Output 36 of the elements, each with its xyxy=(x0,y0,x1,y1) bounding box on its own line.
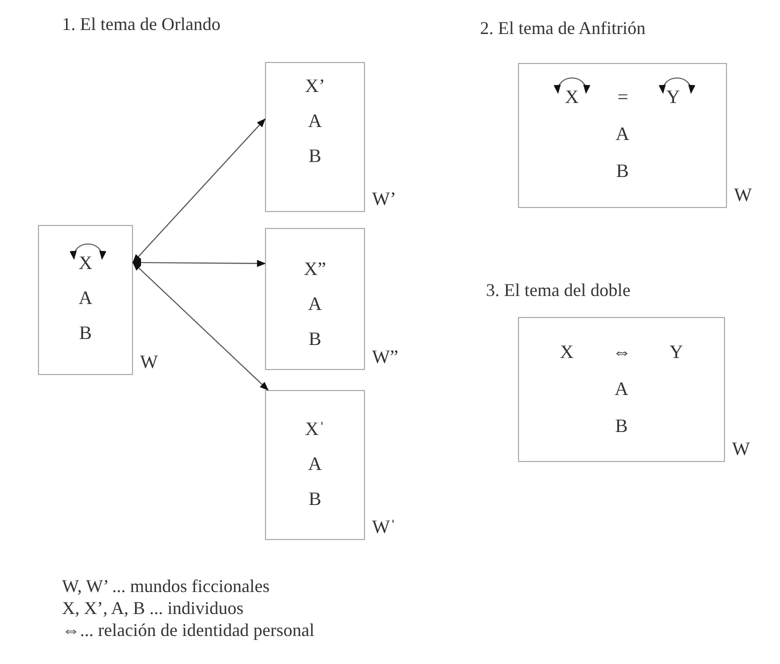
individual-symbol: B xyxy=(308,328,322,352)
world-label: W xyxy=(734,185,752,207)
individual-symbol: A xyxy=(308,453,322,477)
world-label: Wˈ xyxy=(372,517,396,539)
individual-symbol: A xyxy=(308,110,322,134)
individual-symbol: B xyxy=(79,322,92,346)
individual-symbol: B xyxy=(308,488,322,512)
individual-symbol: B xyxy=(308,145,322,169)
individual-symbol: A xyxy=(616,123,630,147)
curved-double-arrow xyxy=(554,77,590,94)
world-label: W xyxy=(732,439,750,461)
individual-symbol: A xyxy=(614,378,628,402)
panel-heading: 2. El tema de Anfitrión xyxy=(480,18,646,39)
individual-symbol: B xyxy=(616,160,629,184)
individual-symbol: X xyxy=(78,252,92,276)
world-label: W” xyxy=(372,347,398,369)
panel-heading: 1. El tema de Orlando xyxy=(62,14,220,35)
individual-symbol: Xˈ xyxy=(304,418,326,442)
arrow xyxy=(132,258,266,268)
relation-formula: X = Y xyxy=(565,86,680,110)
arrow xyxy=(132,118,266,264)
individual-symbol: X” xyxy=(304,258,326,282)
individual-symbol: A xyxy=(78,287,92,311)
legend-note: ⇔... relación de identidad personal xyxy=(62,620,314,641)
curved-double-arrow xyxy=(660,77,694,94)
individual-symbol: B xyxy=(615,415,628,439)
panel-heading: 3. El tema del doble xyxy=(486,280,630,301)
world-label: W xyxy=(140,352,158,374)
arrow xyxy=(132,262,269,391)
curved-double-arrow xyxy=(70,243,106,260)
world-label: W’ xyxy=(372,189,396,211)
individual-symbol: X’ xyxy=(304,75,326,99)
individual-symbol: A xyxy=(308,293,322,317)
legend-note: W, W’ ... mundos ficcionales xyxy=(62,576,270,597)
relation-formula: X ⇔ Y xyxy=(560,341,684,365)
legend-note: X, X’, A, B ... individuos xyxy=(62,598,244,619)
